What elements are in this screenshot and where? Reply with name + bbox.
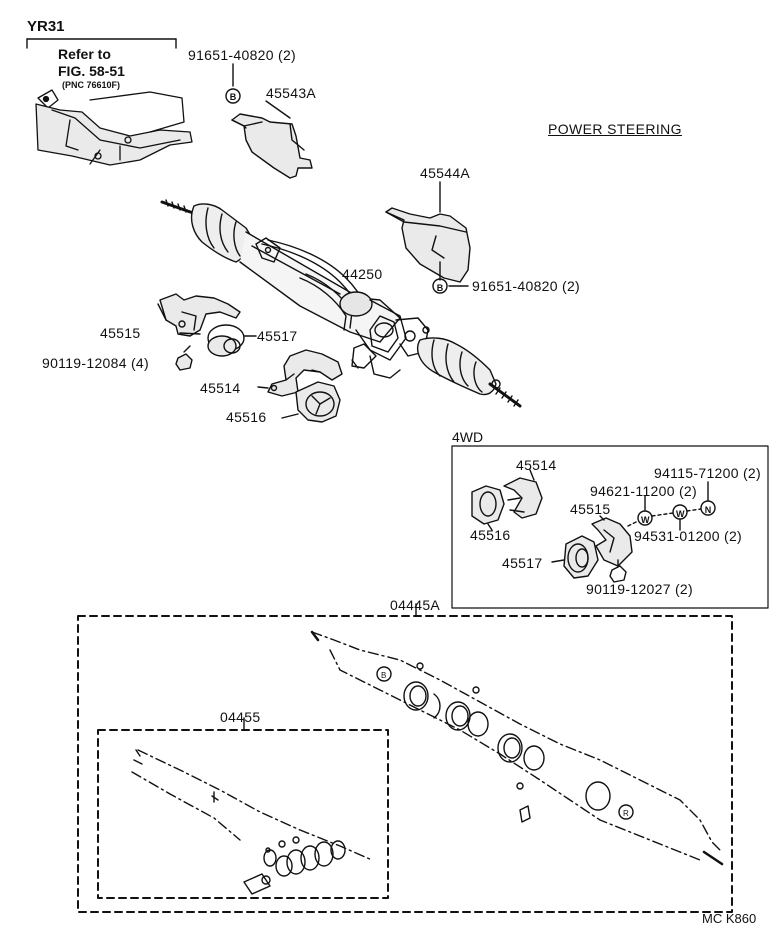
part-45517: 45517 bbox=[257, 328, 298, 344]
part-45543A: 45543A bbox=[266, 85, 317, 101]
fourwd-part-94621: 94621-11200 (2) bbox=[590, 483, 697, 499]
kit-box-04445A: B R bbox=[77, 603, 733, 913]
washer-w2-letter: W bbox=[676, 509, 685, 519]
bushing-45516 bbox=[281, 381, 341, 423]
fourwd-part-45514: 45514 bbox=[516, 457, 557, 473]
bracket-45514 bbox=[257, 349, 343, 397]
svg-text:B: B bbox=[381, 671, 386, 680]
yr31-reference-bracket bbox=[35, 89, 193, 166]
refer-line3: (PNC 76610F) bbox=[62, 80, 121, 90]
refer-line1: Refer to bbox=[58, 46, 111, 62]
refer-line2: FIG. 58-51 bbox=[58, 63, 125, 79]
yr31-label: YR31 bbox=[27, 18, 65, 35]
plate-45543A bbox=[231, 100, 313, 179]
washer-w1-letter: W bbox=[641, 515, 650, 525]
steering-rack-assembly bbox=[160, 199, 522, 408]
part-91651-mid: 91651-40820 (2) bbox=[472, 278, 581, 294]
fourwd-label: 4WD bbox=[452, 429, 484, 445]
part-44250: 44250 bbox=[342, 266, 383, 282]
bolt-90119-12084 bbox=[175, 345, 193, 371]
clamp-45515 bbox=[157, 293, 241, 337]
nut-n-letter: N bbox=[704, 505, 712, 515]
bushing-45517 bbox=[207, 324, 257, 357]
fourwd-part-45516: 45516 bbox=[470, 527, 511, 543]
bolt-symbol-top bbox=[225, 63, 241, 104]
footer-code: MC K860 bbox=[702, 911, 757, 926]
part-04455: 04455 bbox=[220, 709, 261, 725]
svg-text:R: R bbox=[623, 809, 629, 818]
page-title: POWER STEERING bbox=[548, 121, 682, 137]
fourwd-box bbox=[451, 445, 769, 609]
part-45515: 45515 bbox=[100, 325, 141, 341]
bolt-b-mid-letter: B bbox=[436, 283, 444, 293]
fourwd-part-94531: 94531-01200 (2) bbox=[634, 528, 743, 544]
part-91651-top: 91651-40820 (2) bbox=[188, 47, 297, 63]
bolt-b-top-letter: B bbox=[229, 92, 237, 102]
part-45516: 45516 bbox=[226, 409, 267, 425]
fourwd-part-90119-12027: 90119-12027 (2) bbox=[586, 581, 693, 597]
part-04445A: 04445A bbox=[390, 597, 441, 613]
yr31-bracket bbox=[26, 38, 177, 49]
kit-box-04455 bbox=[97, 717, 389, 899]
part-90119-12084: 90119-12084 (4) bbox=[42, 355, 149, 371]
part-45544A: 45544A bbox=[420, 165, 471, 181]
part-45514: 45514 bbox=[200, 380, 241, 396]
plate-45544A bbox=[385, 181, 471, 294]
fourwd-part-94115: 94115-71200 (2) bbox=[654, 465, 761, 481]
fourwd-part-45517: 45517 bbox=[502, 555, 543, 571]
fourwd-part-45515: 45515 bbox=[570, 501, 611, 517]
